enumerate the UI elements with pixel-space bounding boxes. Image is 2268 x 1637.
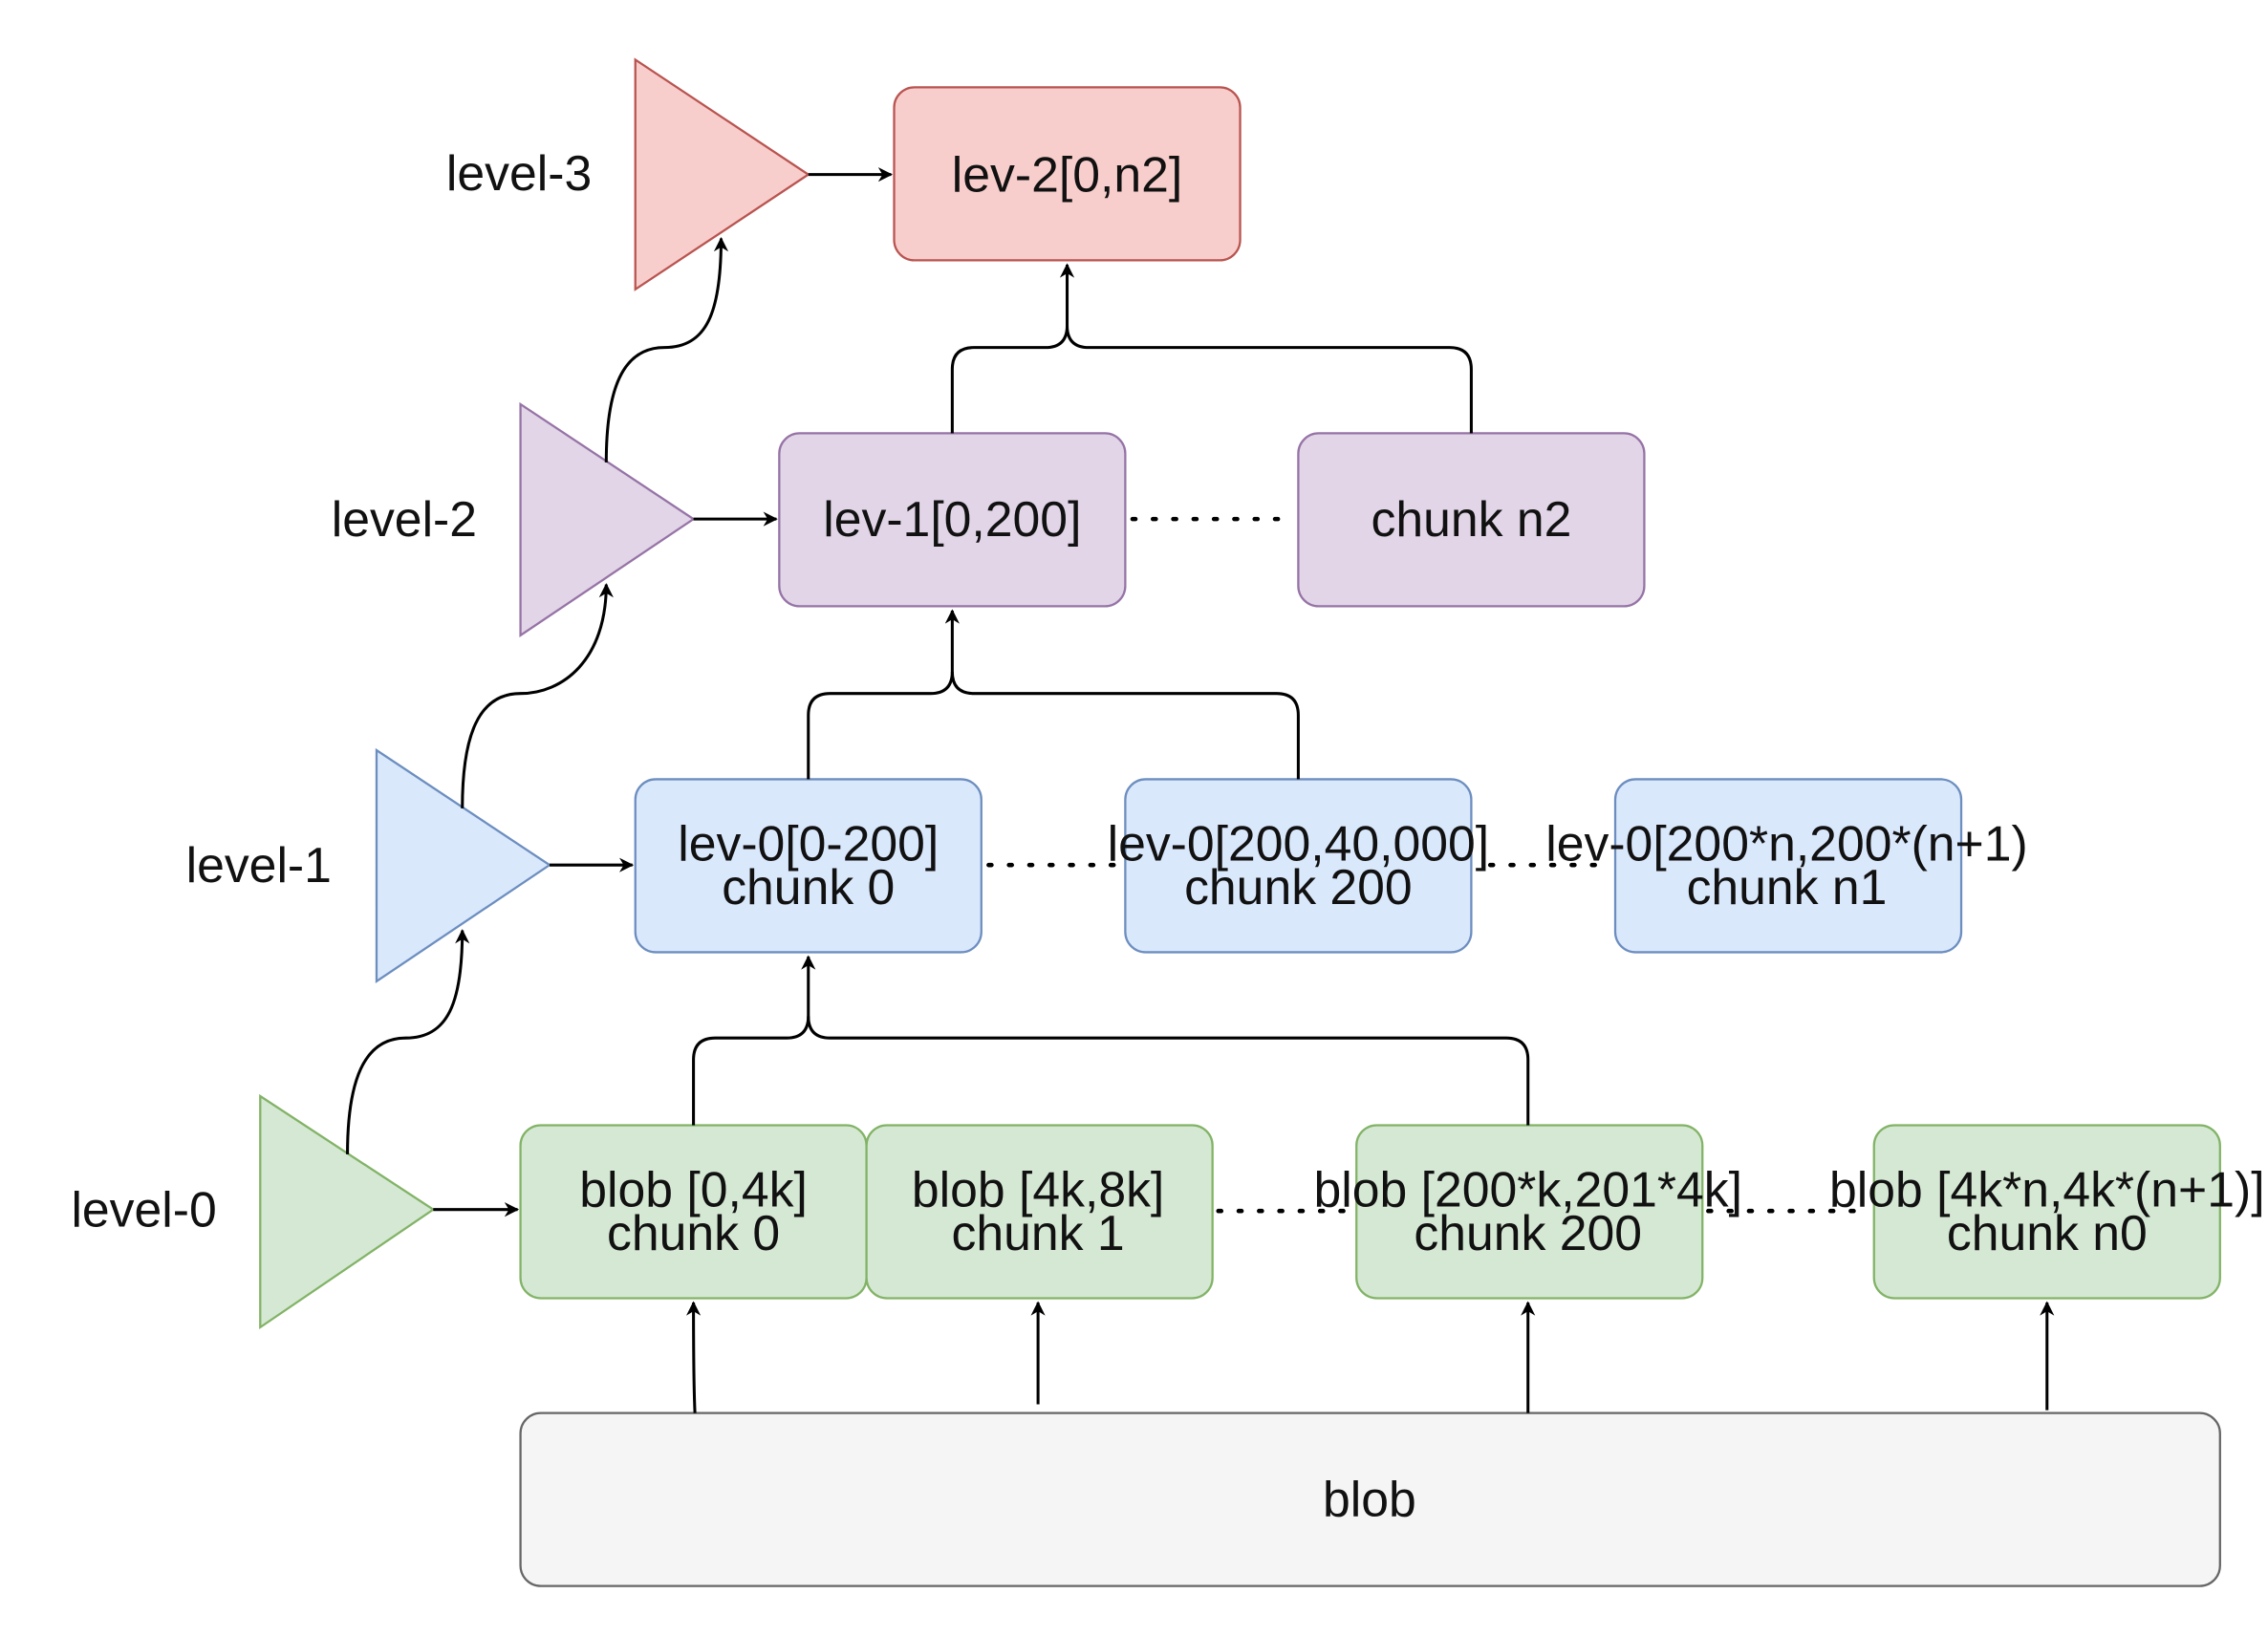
node-blob: blob — [519, 1411, 2221, 1587]
arrow-tri0-tri1 — [346, 929, 470, 1154]
arrow-blob-chunk0 — [685, 1301, 702, 1413]
level-2-label: level-2 — [332, 491, 477, 547]
node-blob-chunk-0: blob [0,4k]chunk 0 — [519, 1124, 868, 1300]
svg-text:lev-0[200*n,200*(n+1)chunk n1: lev-0[200*n,200*(n+1)chunk n1 — [1545, 815, 2027, 915]
node-text-line: chunk 0 — [607, 1205, 780, 1260]
arrows — [346, 167, 2055, 1413]
node-text-line: chunk 200 — [1184, 859, 1413, 915]
node-lev0-chunk-200: lev-0[200,40,000]chunk 200 — [1108, 778, 1490, 954]
merge-lev1-to-lev2 — [950, 325, 1069, 434]
node-text-line: chunk 0 — [722, 859, 895, 915]
node-lev0-chunk-n1: lev-0[200*n,200*(n+1)chunk n1 — [1545, 778, 2028, 954]
node-text-line: lev-1[0,200] — [823, 491, 1081, 547]
level-0-label: level-0 — [71, 1182, 216, 1238]
node-text-line: chunk n1 — [1687, 859, 1888, 915]
node-text-line: blob — [1323, 1471, 1416, 1526]
svg-text:lev-1[0,200]: lev-1[0,200] — [823, 491, 1081, 547]
node-text-line: chunk 1 — [952, 1205, 1125, 1260]
node-text-line: lev-0[0-200] — [678, 815, 939, 871]
node-lev2-root: lev-2[0,n2] — [893, 86, 1242, 262]
level-1-label: level-1 — [186, 837, 332, 893]
node-text-line: lev-2[0,n2] — [952, 147, 1182, 203]
node-text-line: lev-0[200*n,200*(n+1) — [1545, 815, 2027, 871]
svg-text:blob [4k*n,4k*(n+1)]chunk n0: blob [4k*n,4k*(n+1)]chunk n0 — [1829, 1161, 2265, 1260]
svg-text:blob [0,4k]chunk 0: blob [0,4k]chunk 0 — [579, 1161, 808, 1260]
node-lev1-chunk-n2: chunk n2 — [1297, 432, 1646, 608]
node-text-line: blob [4k*n,4k*(n+1)] — [1829, 1161, 2265, 1217]
node-lev1-first: lev-1[0,200] — [778, 432, 1127, 608]
merge-lev1-to-lev2-right — [1059, 263, 1473, 434]
dotted-connectors — [986, 516, 1870, 1214]
merge-blob-to-lev0-right — [801, 955, 1530, 1126]
node-text-line: chunk n0 — [1947, 1205, 2148, 1260]
node-blob-chunk-1: blob [4k,8k]chunk 1 — [865, 1124, 1214, 1300]
svg-text:lev-2[0,n2]: lev-2[0,n2] — [952, 147, 1182, 203]
merge-lev0-to-lev1 — [807, 671, 954, 780]
node-lev0-chunk-0: lev-0[0-200]chunk 0 — [634, 778, 983, 954]
node-text-line: blob [0,4k] — [579, 1161, 808, 1217]
svg-text:blob [4k,8k]chunk 1: blob [4k,8k]chunk 1 — [912, 1161, 1164, 1260]
svg-text:blob: blob — [1323, 1471, 1416, 1526]
node-text-line: blob [200*k,201*4k] — [1314, 1161, 1742, 1217]
merge-lev0-to-lev1-right — [944, 609, 1300, 780]
node-blob-chunk-n0: blob [4k*n,4k*(n+1)]chunk n0 — [1829, 1124, 2265, 1300]
arrow-tri2-tri3 — [604, 237, 729, 463]
level-3-label: level-3 — [446, 145, 592, 201]
merge-blob-to-lev0 — [692, 1016, 810, 1126]
node-blob-chunk-200: blob [200*k,201*4k]chunk 200 — [1314, 1124, 1742, 1300]
svg-text:blob [200*k,201*4k]chunk 200: blob [200*k,201*4k]chunk 200 — [1314, 1161, 1742, 1260]
node-text-line: blob [4k,8k] — [912, 1161, 1164, 1217]
node-text-line: chunk n2 — [1371, 491, 1571, 547]
node-text-line: chunk 200 — [1414, 1205, 1642, 1260]
svg-text:lev-0[200,40,000]chunk 200: lev-0[200,40,000]chunk 200 — [1108, 815, 1490, 915]
svg-text:lev-0[0-200]chunk 0: lev-0[0-200]chunk 0 — [678, 815, 939, 915]
svg-text:chunk n2: chunk n2 — [1371, 491, 1571, 547]
node-text-line: lev-0[200,40,000] — [1108, 815, 1490, 871]
level-3-triangle — [634, 57, 810, 291]
arrow-tri1-tri2 — [461, 583, 614, 808]
